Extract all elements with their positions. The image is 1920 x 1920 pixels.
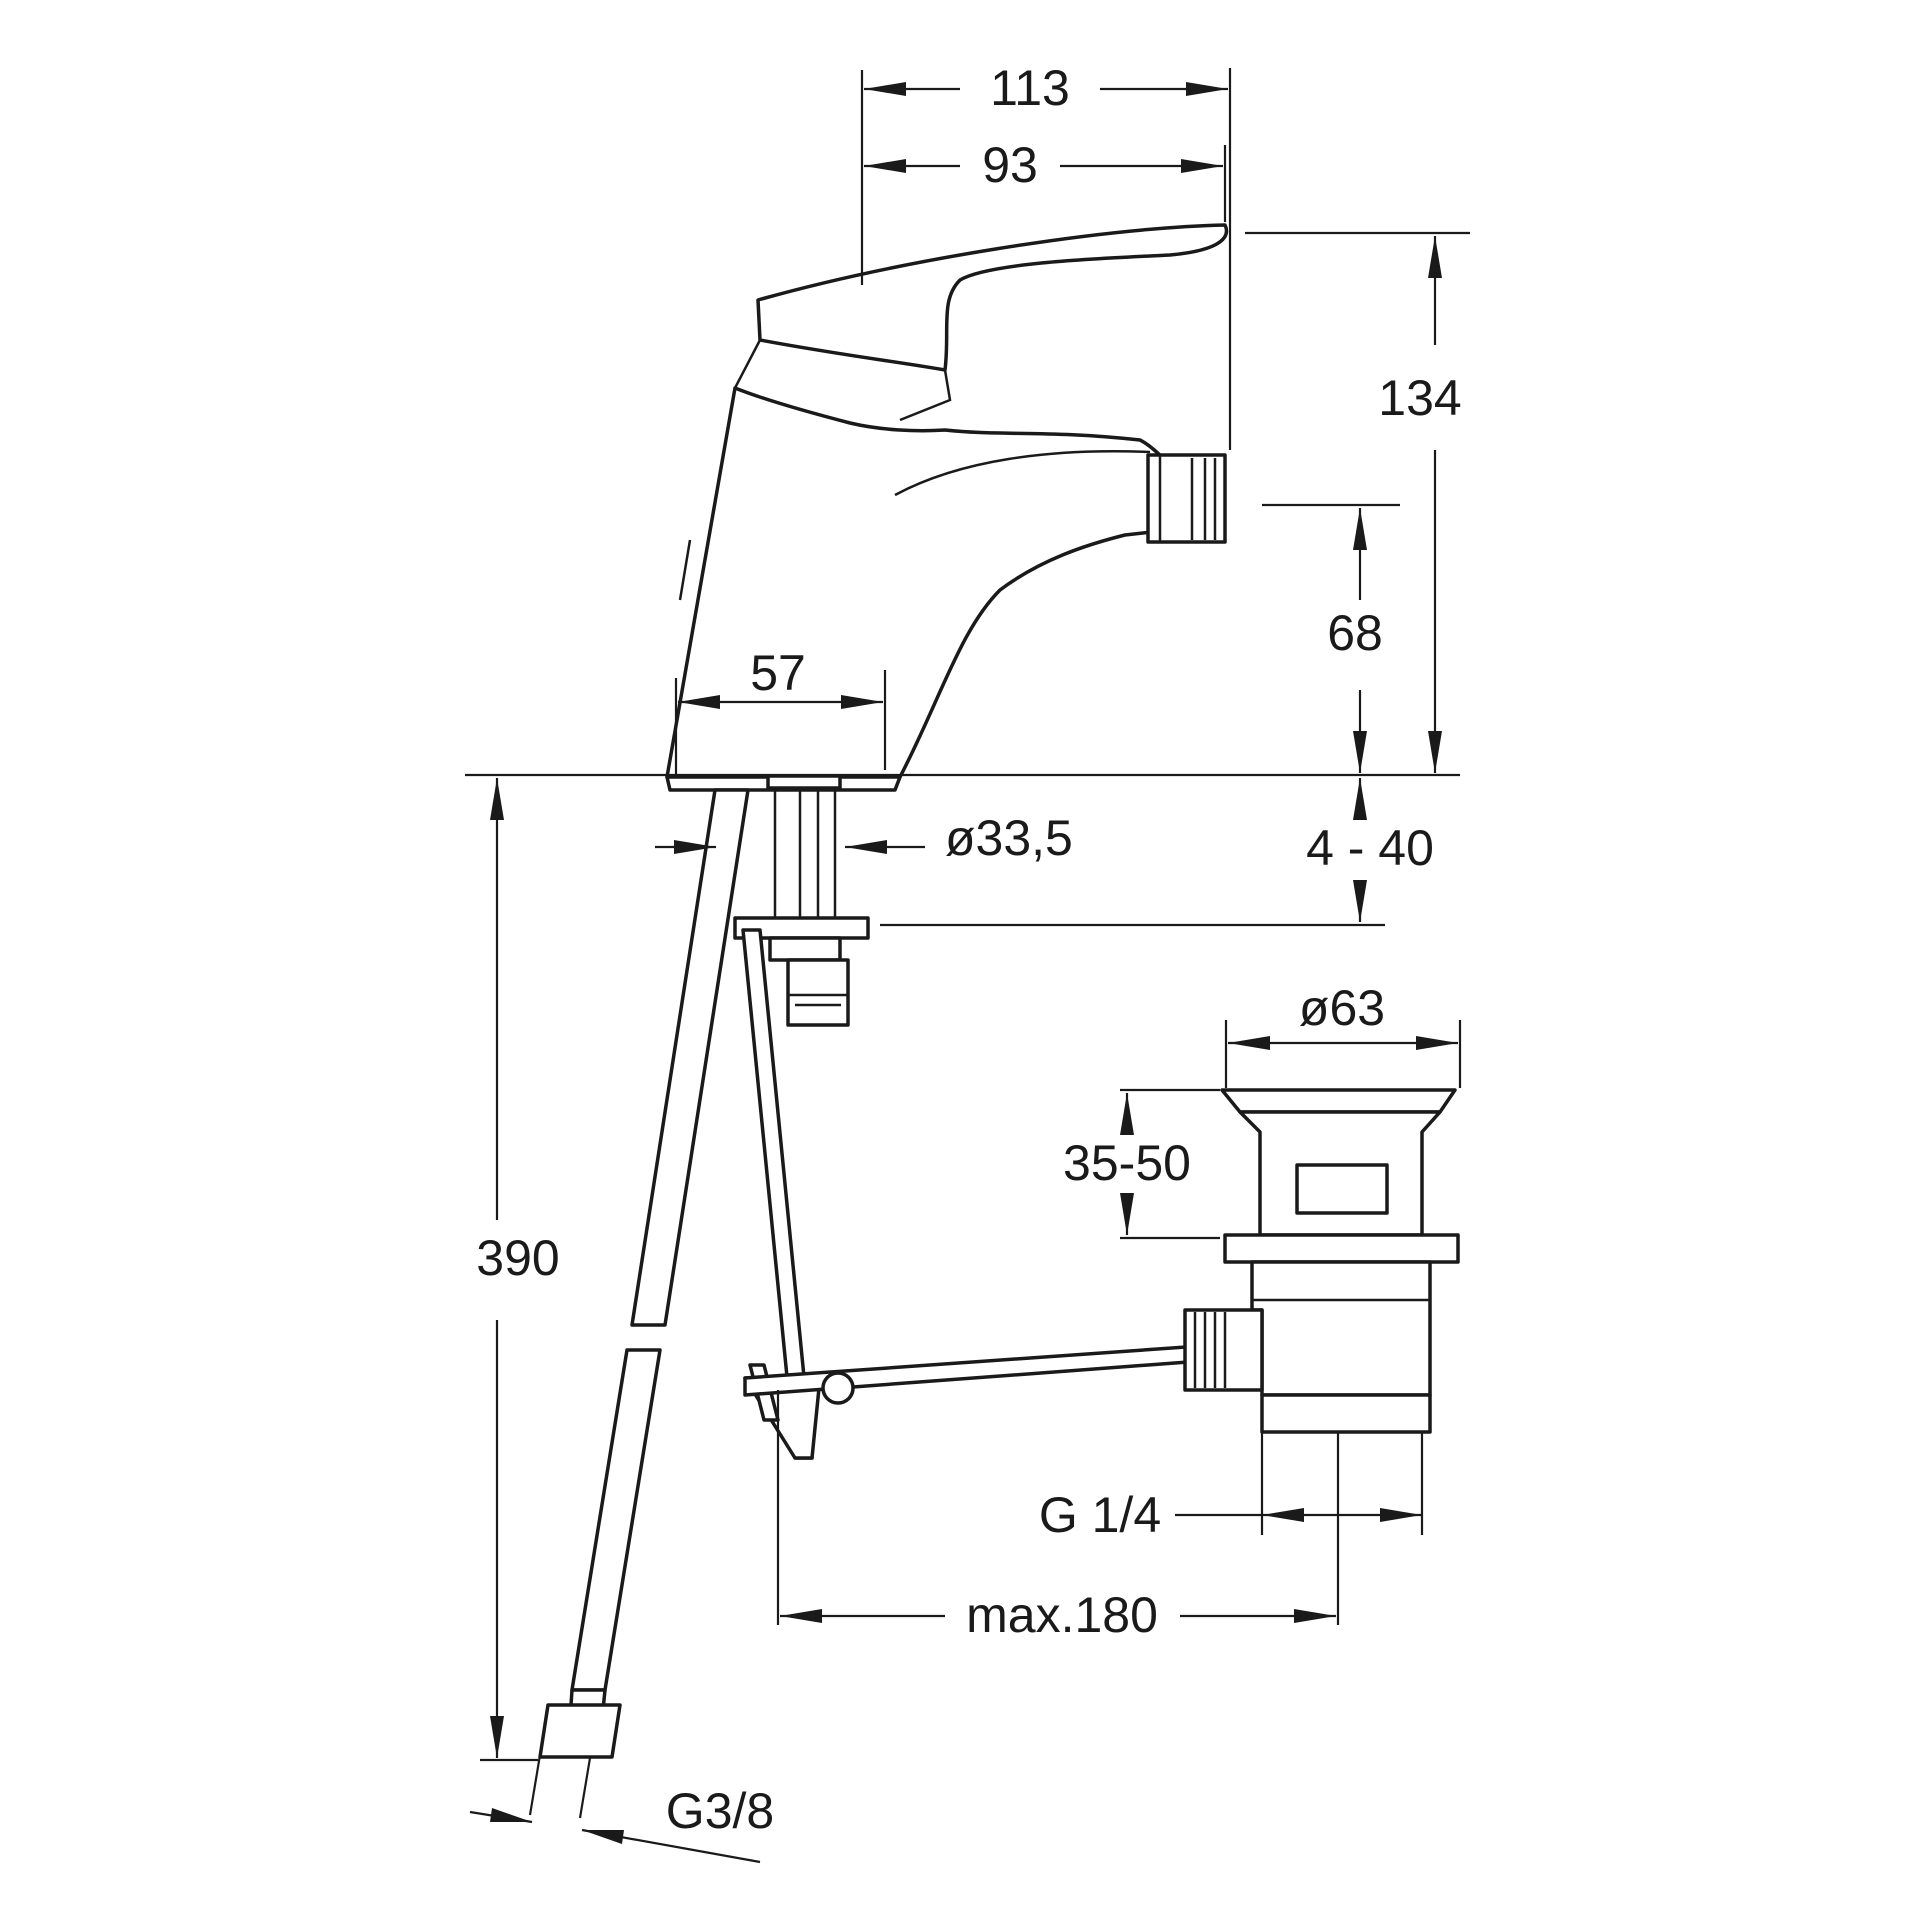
dim-390: 390 [476, 1230, 559, 1286]
dim-93: 93 [982, 137, 1038, 193]
dim-35-50: 35-50 [1063, 1135, 1191, 1191]
dim-deck-thickness: 4 - 40 [1306, 820, 1434, 876]
dim-113: 113 [990, 60, 1070, 116]
dimension-labels: 113 93 134 68 57 ø33,5 4 - 40 390 ø63 35… [476, 60, 1461, 1839]
waste-nut [1223, 1233, 1460, 1264]
dim-waste-diameter: ø63 [1299, 980, 1385, 1036]
dim-57: 57 [750, 645, 806, 701]
faucet-body [665, 223, 1229, 1027]
pop-up-waste [1183, 1088, 1460, 1434]
dim-68: 68 [1327, 605, 1383, 661]
rod-clamp [821, 1371, 855, 1405]
waste-window [1295, 1163, 1389, 1215]
waste-flange [1220, 1088, 1457, 1114]
lever-handle [756, 223, 1229, 372]
dim-hole-diameter: ø33,5 [945, 810, 1073, 866]
stud-nut [786, 958, 850, 1027]
pivot-rod [743, 1343, 1217, 1397]
clamp-washer [733, 916, 870, 940]
waste-connector [1183, 1308, 1264, 1392]
dim-g3-8: G3/8 [666, 1783, 774, 1839]
dim-max-180: max.180 [966, 1587, 1158, 1643]
dim-134: 134 [1378, 370, 1461, 426]
dim-g-1-4: G 1/4 [1039, 1487, 1161, 1543]
dimension-lines [465, 68, 1470, 1864]
hose-nut [538, 1703, 622, 1759]
supply-hose [538, 788, 750, 1759]
